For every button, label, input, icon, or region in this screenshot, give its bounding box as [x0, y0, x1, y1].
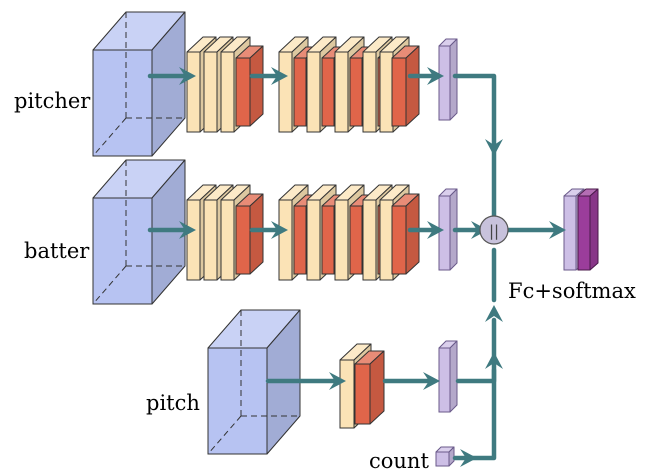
pitch-arrow-to-merge	[455, 317, 497, 384]
pitcher-label: pitcher	[14, 89, 91, 113]
pitcher-conv2-layer-4-front	[362, 51, 377, 133]
pitcher-conv2-layer-1-front	[278, 51, 293, 133]
pitcher-flat-vector-front	[438, 45, 451, 121]
batter-pool2-layer-3-front	[349, 205, 363, 275]
batter-arrowhead-input	[179, 221, 196, 239]
batter-pool1-layer-front	[235, 205, 251, 275]
output-softmax-vector-side	[589, 188, 599, 271]
count-vector-front	[435, 451, 450, 467]
pitch-pool-layer-side	[369, 350, 385, 425]
batter-input-volume-front	[92, 197, 153, 305]
pitch-arrowhead-up	[485, 305, 503, 322]
batter-input-volume	[92, 159, 186, 305]
pitcher-input-volume-hidden-edges	[92, 12, 185, 157]
count-vector	[435, 446, 455, 467]
pitcher-conv2-layer-2-front	[306, 51, 321, 133]
batter-pool2-layer-5-side	[405, 193, 420, 275]
batter-conv1-layer-1-front	[186, 199, 201, 281]
count-arrowhead-up	[485, 352, 503, 369]
count-arrowhead-right	[460, 449, 477, 467]
output-softmax-vector-front	[577, 195, 591, 271]
batter-pool2-layer-5-front	[391, 205, 407, 275]
batter-pool2-layer-1-front	[293, 205, 307, 275]
pitcher-conv1-layer-1-front	[186, 51, 201, 133]
pitcher-pool1-layer-side	[249, 45, 264, 127]
pitch-input-volume-hidden-edges	[207, 310, 300, 455]
count-label: count	[369, 449, 429, 473]
pitch-flat-vector	[438, 340, 458, 413]
pitcher-input-volume-front	[92, 49, 153, 157]
pitch-flat-vector-front	[438, 347, 451, 413]
batter-pool2-layer-2-front	[321, 205, 335, 275]
batter-pool2-layer-5	[391, 193, 420, 275]
pitch-conv-layer-front	[339, 359, 355, 429]
pitcher-arrow-to-merge	[452, 73, 497, 151]
pitcher-conv2-layer-3-front	[334, 51, 349, 133]
output-softmax-vector	[577, 188, 599, 271]
batter-pool1-layer-side	[249, 193, 264, 275]
pitcher-pool1-layer	[235, 45, 264, 127]
pitcher-conv1-layer-3-front	[220, 51, 235, 133]
background-layer	[92, 11, 599, 467]
pitch-label: pitch	[146, 391, 200, 415]
batter-conv2-layer-3-front	[334, 199, 349, 281]
pitcher-pool1-layer-front	[235, 57, 251, 127]
pitcher-conv1-layer-2-front	[203, 51, 218, 133]
batter-conv1-layer-2-front	[203, 199, 218, 281]
pitcher-flat-vector-side	[449, 38, 458, 121]
pitcher-pool2-layer-5-front	[391, 57, 407, 127]
arrow-layer	[147, 67, 566, 467]
pitcher-pool2-layer-3-front	[349, 57, 363, 127]
pitch-arrowhead-flat	[423, 372, 440, 390]
output-label: Fc+softmax	[508, 279, 636, 303]
pitcher-pool2-layer-1-front	[293, 57, 307, 127]
pitch-pool-layer-front	[354, 363, 371, 425]
concat-circle	[479, 215, 509, 245]
concat-symbol: ||	[489, 222, 499, 240]
pitcher-arrowhead-pool1	[271, 67, 288, 85]
pitcher-pool2-layer-2-front	[321, 57, 335, 127]
batter-input-volume-hidden-edges	[92, 160, 185, 305]
batter-pool1-layer	[235, 193, 264, 275]
pitcher-conv2-layer-5-front	[379, 51, 394, 133]
foreground-layer: ||	[479, 215, 509, 245]
merge-to-output-arrowhead	[549, 221, 566, 239]
pitcher-arrowhead-down	[485, 139, 503, 156]
pitcher-arrowhead-input	[179, 67, 196, 85]
output-fc-vector-front	[563, 195, 577, 271]
batter-label: batter	[24, 239, 90, 263]
batter-conv1-layer-3-front	[220, 199, 235, 281]
batter-arrowhead-pool1	[271, 221, 288, 239]
batter-conv2-layer-5-front	[379, 199, 394, 281]
pitcher-flat-vector	[438, 38, 458, 121]
pitch-flat-vector-side	[449, 340, 458, 413]
batter-arrowhead-flat	[427, 221, 444, 239]
pitcher-pool2-layer-5	[391, 45, 420, 127]
pitch-arrowhead-input	[329, 372, 346, 390]
pitch-input-volume	[207, 309, 301, 455]
batter-conv2-layer-4-front	[362, 199, 377, 281]
pitcher-pool2-layer-5-side	[405, 45, 420, 127]
pitcher-arrowhead-flat	[427, 67, 444, 85]
batter-flat-vector-front	[438, 195, 451, 271]
pitch-pool-layer	[354, 350, 385, 425]
concat-merge-node: ||	[479, 215, 509, 245]
text-layer: pitcher batter pitch count Fc+softmax	[14, 89, 636, 473]
batter-conv2-layer-2-front	[306, 199, 321, 281]
pitcher-input-volume	[92, 11, 186, 157]
pitch-input-volume-front	[207, 347, 268, 455]
batter-conv2-layer-1-front	[278, 199, 293, 281]
